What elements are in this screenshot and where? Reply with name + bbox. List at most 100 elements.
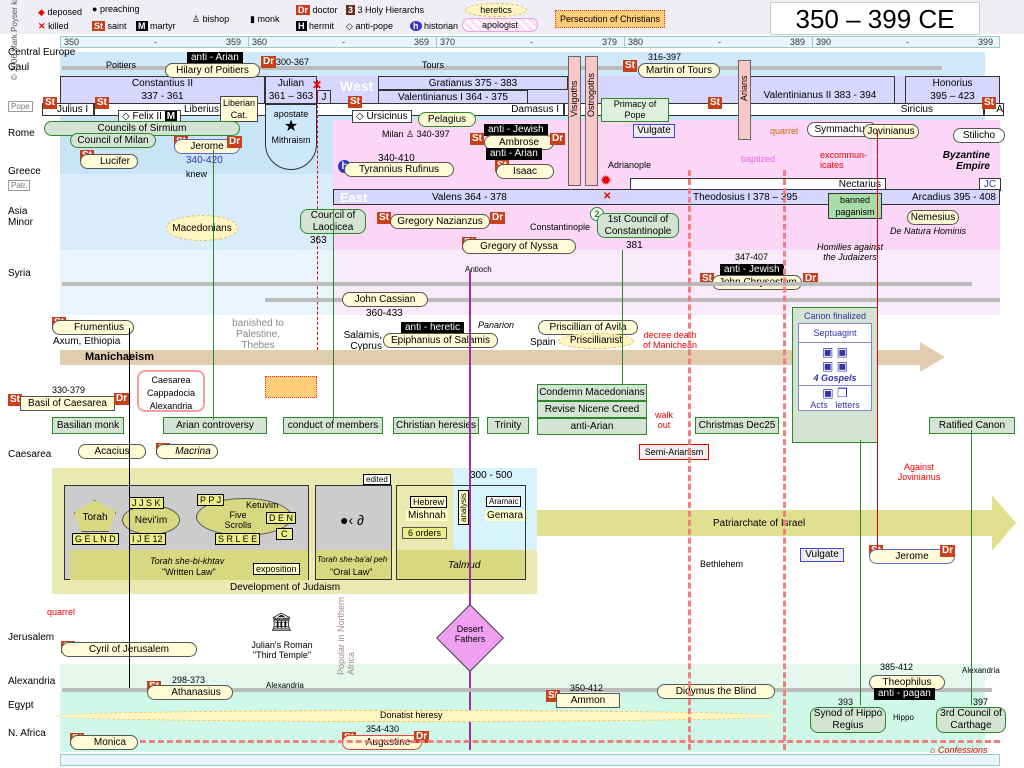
- doctor-badge: Dr: [490, 212, 506, 224]
- acacius[interactable]: Acacius: [78, 444, 146, 459]
- doctor-badge: Dr: [940, 545, 956, 557]
- frumentius[interactable]: Frumentius: [52, 320, 134, 335]
- frumentius-place: Axum, Ethiopia: [53, 336, 121, 347]
- athanasius-years: 298-373: [172, 675, 206, 685]
- jovinianus[interactable]: Jovinianus: [863, 124, 919, 139]
- against-jovinianus: Against Jovinianus: [897, 462, 941, 482]
- condemn-macedonians: Condemn Macedonians: [537, 384, 647, 401]
- macrina[interactable]: Macrina: [156, 444, 218, 459]
- neviim-bottom: I J E 12: [129, 533, 166, 545]
- jerome-knew: knew: [186, 169, 208, 179]
- doctor-icon: Dr: [296, 5, 311, 15]
- timeline-tick: 369: [414, 37, 430, 47]
- timeline-divider: [436, 37, 437, 48]
- theophilus-place: Alexandria: [962, 666, 1000, 675]
- region-label: Gaul: [8, 62, 30, 73]
- talmud-years: 300 - 500: [470, 470, 513, 481]
- isaac[interactable]: Isaac: [496, 164, 554, 179]
- third-council-of-carthage[interactable]: 3rd Council of Carthage: [936, 707, 1006, 733]
- felix-ii: ◇ Felix II M: [118, 110, 182, 123]
- martin-years: 316-397: [648, 52, 682, 62]
- nemesius[interactable]: Nemesius: [907, 210, 959, 225]
- five-scrolls: Five Scrolls: [224, 510, 252, 530]
- augustine-years: 354-430: [366, 724, 400, 734]
- ammon[interactable]: Ammon: [556, 693, 620, 708]
- jerome-bethlehem[interactable]: Jerome: [869, 549, 955, 564]
- preaching-icon: ●: [92, 4, 98, 14]
- edited-label: edited: [363, 474, 391, 485]
- synod-of-hippo[interactable]: Synod of Hippo Regius: [810, 707, 886, 733]
- hilary-of-poitiers[interactable]: Hilary of Poitiers: [165, 63, 260, 78]
- lucifer[interactable]: Lucifer: [80, 154, 138, 169]
- constantinople-label: Constantinople: [530, 222, 591, 232]
- macedonians[interactable]: Macedonians: [166, 215, 238, 241]
- manichaeism-label: Manichaeism: [85, 351, 155, 363]
- ruler-gratianus: Gratianus 375 - 383: [378, 76, 568, 90]
- semi-arianism[interactable]: Semi-Arianism: [639, 444, 709, 460]
- desert-fathers: Desert Fathers: [436, 604, 504, 672]
- ruler-theodosius: Theodosius I 378 – 395: [693, 192, 798, 203]
- priscillianist[interactable]: Priscillianist: [558, 333, 634, 349]
- page-title: 350 – 399 CE: [770, 2, 980, 35]
- john-cassian[interactable]: John Cassian: [342, 292, 428, 307]
- red-dashed-line: [783, 170, 786, 750]
- third-temple: Julian's Roman "Third Temple": [251, 640, 313, 660]
- c-book: C: [276, 528, 293, 540]
- timeline-tick: 390: [816, 37, 832, 47]
- exposition-label: exposition: [253, 563, 300, 575]
- martin-of-tours[interactable]: Martin of Tours: [638, 63, 720, 78]
- laodicea-year: 363: [310, 235, 327, 246]
- green-line: [971, 430, 972, 705]
- legend-deposed: ◆ deposed: [38, 7, 82, 17]
- legend-saint: St saint: [92, 21, 127, 31]
- pope-siricius: Siricius: [564, 103, 984, 116]
- monica[interactable]: Monica: [70, 735, 138, 750]
- epiphanius-of-salamis[interactable]: Epiphanius of Salamis: [383, 333, 498, 348]
- tyrannius-rufinus[interactable]: Tyrannius Rufinus: [344, 162, 454, 177]
- banished-note: banished to Palestine, Thebes: [232, 318, 284, 351]
- basil-years: 330-379: [52, 385, 86, 395]
- gregory-nazianzus[interactable]: Gregory Nazianzus: [390, 214, 490, 229]
- neviim-shape: Nevi'im: [122, 505, 180, 535]
- green-line: [860, 440, 861, 705]
- black-line: [129, 328, 130, 688]
- legend-monk: ▮ monk: [250, 14, 280, 24]
- open-book-icon: ⌂: [930, 745, 936, 755]
- oral-law-footer: [316, 550, 391, 579]
- basil-of-caesarea[interactable]: Basil of Caesarea: [20, 396, 115, 411]
- bishop-icon: ♙: [192, 14, 201, 24]
- monk-icon: ▮: [250, 14, 255, 24]
- ostrogoths-arrow: Ostrogoths: [585, 56, 598, 186]
- primacy-of-pope: Primacy of Pope: [601, 98, 669, 122]
- first-council-of-constantinople[interactable]: 1st Council of Constantinople: [597, 213, 679, 238]
- topic-trinity: Trinity: [487, 417, 529, 434]
- pelagius[interactable]: Pelagius: [418, 112, 476, 127]
- region-label: Pope: [8, 101, 33, 112]
- christmas: Christmas Dec25: [695, 417, 779, 434]
- analysis-label: analysis: [458, 490, 469, 525]
- ketuvim-top: P P J: [197, 494, 225, 506]
- gregory-of-nyssa[interactable]: Gregory of Nyssa: [462, 239, 576, 254]
- donatist-label: Donatist heresy: [380, 710, 443, 720]
- timeline-tick: 399: [978, 37, 994, 47]
- timeline-tick: -: [530, 37, 533, 47]
- athanasius[interactable]: Athanasius: [147, 685, 233, 700]
- written-law: "Written Law": [162, 567, 216, 577]
- timeline-tick: 379: [602, 37, 618, 47]
- ammon-years: 350-412: [570, 683, 604, 693]
- salamis-label: Salamis, Cyprus: [343, 330, 382, 352]
- council-of-milan[interactable]: Council of Milan: [70, 133, 156, 148]
- timeline-tick: -: [342, 37, 345, 47]
- neviim-top: J J S K: [129, 497, 164, 509]
- jerome[interactable]: Jerome: [174, 139, 240, 154]
- homilies: Homilies against the Judaizers: [816, 242, 884, 262]
- timeline-tick: 350: [64, 37, 80, 47]
- didymus-the-blind[interactable]: Didymus the Blind: [657, 684, 775, 699]
- ambrose-tag-arian: anti - Arian: [486, 148, 542, 160]
- stilicho[interactable]: Stilicho: [953, 128, 1005, 143]
- west-label: West: [340, 78, 374, 94]
- legend-heretics: heretics: [465, 3, 527, 17]
- region-label: Rome: [8, 128, 35, 139]
- timeline-tick: -: [906, 37, 909, 47]
